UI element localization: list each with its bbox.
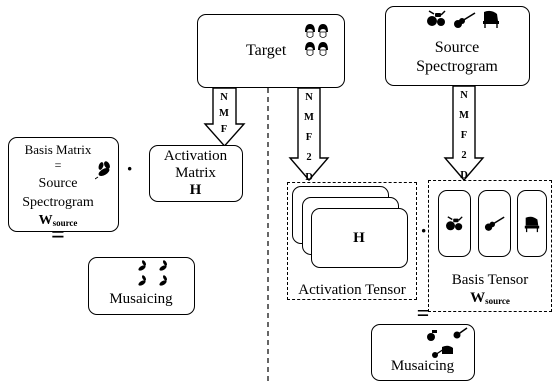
basis-tensor-symbol: Wsource — [470, 290, 510, 306]
multiply-dot-left: · — [126, 156, 134, 181]
source-label-line2: Spectrogram — [416, 58, 498, 75]
source-label-line1: Source — [434, 39, 480, 56]
basis-slice-drums — [438, 190, 471, 257]
basis-symbol: Wsource — [38, 213, 78, 228]
nmf2d-arrow-mid — [288, 87, 330, 182]
guitar-icon — [484, 216, 505, 231]
piano-icon — [524, 216, 540, 233]
arrow-mid-letter: M — [304, 112, 314, 123]
arrow-left-letter: N — [220, 92, 228, 103]
arrow-right-letter: F — [460, 130, 468, 141]
basis-line2: = — [54, 158, 62, 172]
basis-line4: Spectrogram — [22, 195, 94, 210]
activation-symbol: H — [189, 182, 202, 198]
musaicing-right-label: Musaicing — [390, 358, 455, 374]
arrow-right-letter: M — [459, 110, 469, 121]
nmf-arrow-left — [203, 87, 246, 148]
drum-kit-icon — [427, 10, 446, 26]
activation-matrix-box: Activation Matrix H — [149, 145, 243, 202]
equals-left: = — [51, 222, 65, 248]
basis-tensor-caption: Basis Tensor — [451, 272, 529, 288]
guitar-icon — [454, 12, 476, 28]
activation-line2: Matrix — [175, 165, 216, 181]
drum-kit-icon — [446, 216, 463, 231]
beatles-faces-icon — [305, 24, 328, 56]
basis-slice-piano — [517, 190, 547, 257]
basis-tensor-group — [428, 180, 552, 312]
target-box: Target — [197, 14, 345, 88]
musaicing-right-box: Musaicing — [371, 324, 475, 381]
arrow-mid-letter: N — [305, 92, 313, 103]
bee-icon — [138, 260, 167, 286]
arrow-mid-letter: D — [305, 172, 313, 183]
activation-tensor-caption: Activation Tensor — [298, 282, 406, 298]
target-label: Target — [246, 42, 287, 59]
arrow-right-letter: 2 — [461, 150, 467, 161]
multiply-dot-right: · — [420, 218, 428, 243]
basis-line3: Source — [38, 176, 78, 191]
bee-icon — [95, 161, 110, 180]
source-spectrogram-box: Source Spectrogram — [385, 6, 530, 86]
arrow-mid-letter: 2 — [306, 152, 312, 163]
musaicing-left-box: Musaicing — [88, 257, 195, 315]
arrow-left-letter: M — [219, 108, 229, 119]
equals-right: = — [416, 300, 430, 325]
arrow-right-letter: N — [460, 90, 468, 101]
arrow-right-letter: D — [460, 170, 468, 181]
tensor-slice-front: H — [311, 208, 408, 268]
tensor-symbol: H — [353, 230, 365, 246]
basis-slice-guitar — [478, 190, 511, 257]
activation-line1: Activation — [163, 148, 228, 164]
drum-kit-icon — [427, 327, 468, 358]
basis-matrix-box: Basis Matrix = Source Spectrogram Wsourc… — [8, 137, 119, 232]
activation-tensor-group — [287, 182, 417, 300]
musaicing-left-label: Musaicing — [109, 291, 173, 307]
basis-line1: Basis Matrix — [24, 142, 92, 157]
arrow-mid-letter: F — [305, 132, 313, 143]
nmf2d-arrow-right — [443, 85, 485, 182]
arrow-left-letter: F — [220, 124, 228, 135]
piano-icon — [483, 10, 499, 28]
